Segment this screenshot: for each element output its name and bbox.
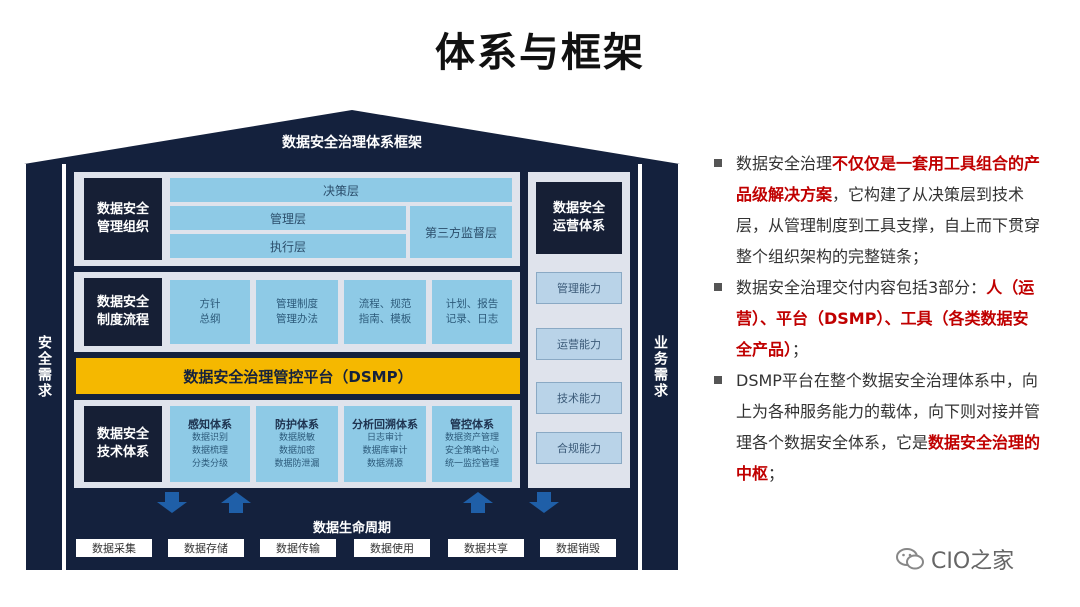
lifecycle-stage: 数据销毁: [540, 539, 616, 557]
tech-cell-line: 数据溯源: [366, 459, 403, 469]
process-cell-rules: 管理制度 管理办法: [256, 280, 338, 344]
management-layer: 管理层: [170, 206, 406, 230]
process-cell-line: 流程、规范: [358, 298, 412, 310]
page-title: 体系与框架: [435, 30, 645, 76]
process-cell-line: 管理办法: [276, 313, 318, 325]
bullet-item: 数据安全治理交付内容包括3部分：人（运营）、平台（DSMP）、工具（各类数据安全…: [712, 272, 1042, 365]
tech-label: 数据安全 技术体系: [84, 406, 162, 482]
tech-cell-analysis: 分析回溯体系 日志审计 数据库审计 数据溯源: [344, 406, 426, 482]
lifecycle-stage: 数据共享: [448, 539, 524, 557]
bullet-text: 数据安全治理交付内容包括3部分：: [736, 278, 987, 297]
watermark: CIO之家: [895, 543, 1014, 575]
process-cell-policy: 方针 总纲: [170, 280, 250, 344]
arrow-up-icon: [221, 492, 251, 513]
tech-cell-line: 数据库审计: [362, 446, 408, 456]
tech-cell-head: 分析回溯体系: [352, 418, 418, 431]
roof-title: 数据安全治理体系框架: [282, 135, 422, 151]
third-party-layer: 第三方监督层: [410, 206, 512, 258]
tech-cell-line: 数据识别: [191, 433, 228, 443]
tech-cell-head: 管控体系: [450, 418, 494, 431]
capability-technology: 技术能力: [536, 382, 622, 414]
bullet-text: 数据安全治理: [736, 154, 833, 173]
process-cell-line: 方针: [199, 298, 221, 310]
bullet-square-icon: [714, 159, 722, 167]
process-cell-line: 记录、日志: [445, 313, 499, 325]
tech-cell-line: 数据加密: [278, 446, 315, 456]
wechat-icon: [896, 548, 924, 570]
execution-layer: 执行层: [170, 234, 406, 258]
tech-cell-perception: 感知体系 数据识别 数据梳理 分类分级: [170, 406, 250, 482]
process-label: 数据安全 制度流程: [84, 278, 162, 346]
tech-cell-line: 统一监控管理: [444, 459, 499, 469]
bullet-highlight: 人（运营）、平台（DSMP）、工具（各类数据安全产品）: [736, 278, 1035, 359]
process-cell-procedures: 流程、规范 指南、模板: [344, 280, 426, 344]
bullet-list: 数据安全治理不仅仅是一套用工具组合的产品级解决方案，它构建了从决策层到技术层，从…: [712, 148, 1042, 489]
tech-cell-line: 数据梳理: [191, 446, 228, 456]
dsmp-platform-bar: 数据安全治理管控平台（DSMP）: [76, 358, 520, 394]
tech-cell-line: 日志审计: [366, 433, 403, 443]
bullet-text: ，它构建了从决策层到技术层，从管理制度到工具支撑，自上而下贯穿整个组织架构的完整…: [736, 185, 1041, 266]
bullet-item: DSMP平台在整个数据安全治理体系中，向上为各种服务能力的载体，向下则对接并管理…: [712, 365, 1042, 489]
lifecycle-stage: 数据传输: [260, 539, 336, 557]
tech-cell-line: 分类分级: [191, 459, 228, 469]
decision-layer: 决策层: [170, 178, 512, 202]
process-cell-line: 管理制度: [276, 298, 318, 310]
bullet-text: DSMP平台在整个数据安全治理体系中，向上为各种服务能力的载体，向下则对接并管理…: [736, 371, 1041, 452]
left-pillar: 安全需求: [26, 164, 62, 570]
tech-cell-line: 安全策略中心: [444, 446, 499, 456]
process-cell-line: 计划、报告: [445, 298, 499, 310]
arrow-down-icon: [529, 492, 559, 513]
right-pillar: 业务需求: [642, 164, 678, 570]
capability-operations: 运营能力: [536, 328, 622, 360]
bullet-square-icon: [714, 283, 722, 291]
lifecycle-stage: 数据采集: [76, 539, 152, 557]
bullet-text: ；: [792, 340, 809, 359]
tech-cell-line: 数据脱敏: [278, 433, 315, 443]
tech-cell-head: 防护体系: [275, 418, 319, 431]
bullet-text: ；: [768, 464, 785, 483]
arrow-down-icon: [157, 492, 187, 513]
watermark-text: CIO之家: [931, 549, 1015, 574]
ops-label: 数据安全 运营体系: [536, 182, 622, 254]
process-cell-records: 计划、报告 记录、日志: [432, 280, 512, 344]
process-cell-line: 总纲: [199, 313, 221, 325]
tech-cell-control: 管控体系 数据资产管理 安全策略中心 统一监控管理: [432, 406, 512, 482]
process-cell-line: 指南、模板: [358, 313, 412, 325]
bullet-highlight: 不仅仅是一套用工具组合的产品级解决方案: [736, 154, 1041, 204]
tech-cell-line: 数据防泄漏: [274, 459, 320, 469]
arrow-up-icon: [463, 492, 493, 513]
bullet-item: 数据安全治理不仅仅是一套用工具组合的产品级解决方案，它构建了从决策层到技术层，从…: [712, 148, 1042, 272]
bullet-square-icon: [714, 376, 722, 384]
tech-cell-head: 感知体系: [188, 418, 232, 431]
lifecycle-stage: 数据使用: [354, 539, 430, 557]
capability-management: 管理能力: [536, 272, 622, 304]
org-label: 数据安全 管理组织: [84, 178, 162, 260]
lifecycle-title: 数据生命周期: [312, 521, 391, 536]
lifecycle-stage: 数据存储: [168, 539, 244, 557]
roof-shape: [24, 110, 680, 164]
capability-compliance: 合规能力: [536, 432, 622, 464]
bullet-highlight: 数据安全治理的中枢: [736, 433, 1041, 483]
tech-cell-line: 数据资产管理: [444, 433, 499, 443]
tech-cell-protection: 防护体系 数据脱敏 数据加密 数据防泄漏: [256, 406, 338, 482]
